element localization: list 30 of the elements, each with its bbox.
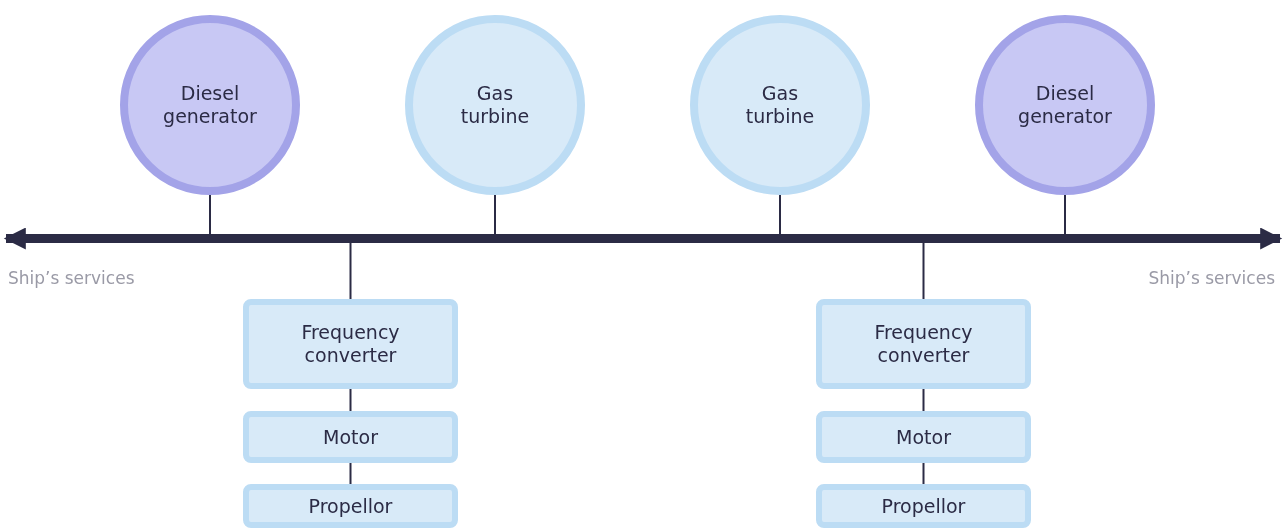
connector-line xyxy=(349,388,352,412)
connector-line xyxy=(1064,194,1066,235)
connector-line xyxy=(922,242,925,300)
node-label: Propellor xyxy=(881,494,966,518)
process-box xyxy=(816,411,1031,463)
arrow xyxy=(1190,227,1283,250)
connector-line xyxy=(922,388,925,412)
connector-line xyxy=(922,462,925,485)
side-label: Ship’s services xyxy=(8,268,135,288)
node-label: Motor xyxy=(896,425,951,449)
process-box xyxy=(243,299,458,389)
node-label: Diesel generator xyxy=(162,82,258,128)
node-label: Diesel generator xyxy=(1017,82,1113,128)
node-label: Propellor xyxy=(308,494,393,518)
process-box xyxy=(243,411,458,463)
connector-line xyxy=(349,462,352,485)
connector-line xyxy=(779,194,781,235)
connector-line xyxy=(349,242,352,300)
node-label: Gas turbine xyxy=(744,82,816,128)
node-label: Gas turbine xyxy=(459,82,531,128)
process-box xyxy=(243,484,458,528)
node-label: Motor xyxy=(323,425,378,449)
side-label: Ship’s services xyxy=(1148,268,1275,288)
connector-line xyxy=(209,194,211,235)
connector-line xyxy=(494,194,496,235)
process-box xyxy=(816,484,1031,528)
arrow xyxy=(3,227,90,250)
process-box xyxy=(816,299,1031,389)
node-label: Frequency converter xyxy=(300,321,401,367)
node-label: Frequency converter xyxy=(873,321,974,367)
